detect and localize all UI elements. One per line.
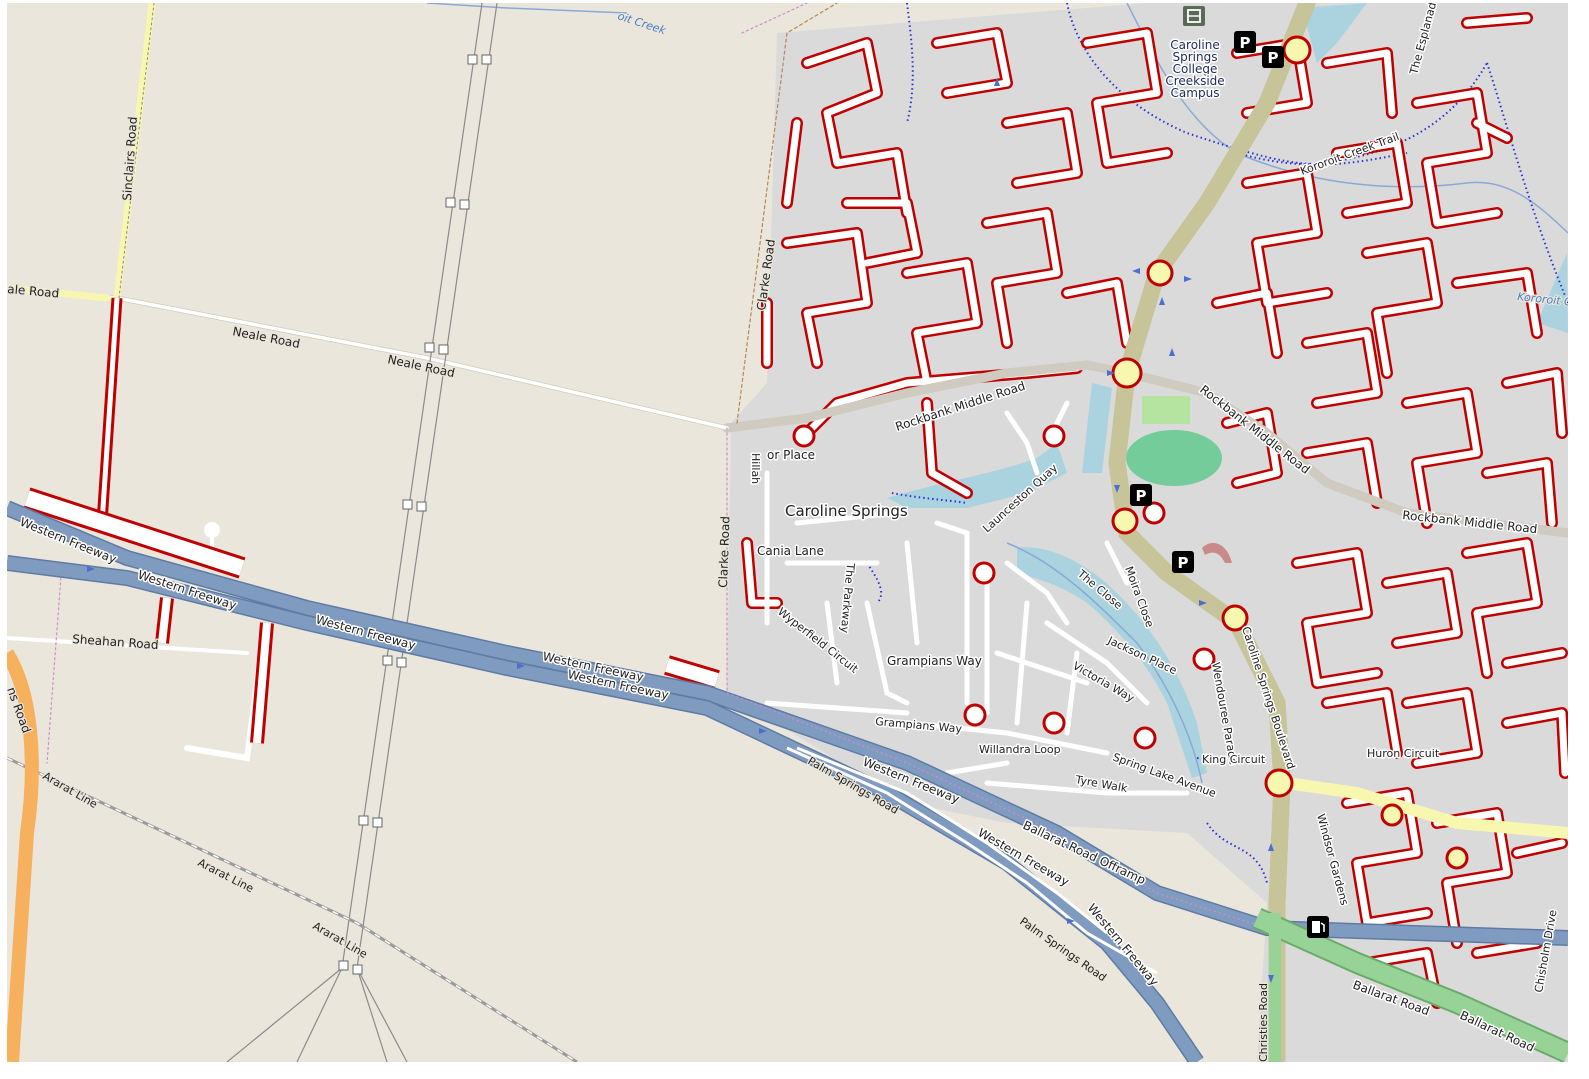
road-label-christies: Christies Road [1257, 983, 1270, 1062]
svg-text:Springs: Springs [1173, 50, 1218, 64]
school-icon[interactable] [1183, 6, 1205, 26]
parking-icon[interactable]: P [1234, 31, 1256, 53]
planned-roads-west [23, 297, 720, 744]
svg-text:Campus: Campus [1171, 86, 1220, 100]
rural-roads [7, 3, 838, 764]
parking-icon[interactable]: P [1130, 484, 1152, 506]
parking-icons: P P P P [1130, 31, 1284, 573]
svg-text:P: P [1240, 34, 1251, 52]
street-label: Cania Lane [757, 544, 824, 558]
street-label: Grampians Way [887, 654, 982, 668]
road-label-neale: ale Road [7, 282, 60, 300]
parking-icon[interactable]: P [1172, 551, 1194, 573]
footpaths [866, 3, 1568, 884]
svg-text:P: P [1136, 487, 1147, 505]
western-freeway [7, 508, 1568, 1062]
cul-de-sacs [792, 424, 1216, 750]
street-label: or Place [767, 448, 815, 462]
lake-caroline [887, 3, 1568, 778]
pylons [338, 54, 492, 975]
map-canvas[interactable]: P P P P oit Creek ale Road Neale Road Ne… [7, 3, 1568, 1062]
street-label: Huron Circuit [1367, 747, 1440, 760]
map-viewport[interactable]: P P P P oit Creek ale Road Neale Road Ne… [7, 3, 1568, 1062]
kororoit-creek [426, 3, 1568, 784]
sports-oval [1126, 430, 1222, 486]
ballarat-road [1252, 907, 1568, 1062]
landmark-sculpture [1202, 543, 1232, 563]
residential-streets-central [764, 400, 1190, 796]
svg-text:College: College [1173, 62, 1218, 76]
school-label: Caroline Springs College Creekside Campu… [1164, 37, 1226, 102]
svg-text:P: P [1178, 554, 1189, 572]
roundabouts [1111, 35, 1469, 870]
parking-icon[interactable]: P [1262, 46, 1284, 68]
street-label: King Circuit [1202, 753, 1266, 766]
sports-field [1142, 396, 1190, 424]
ararat-railway [7, 756, 578, 1062]
oneway-arrows [87, 78, 1274, 983]
svg-text:Creekside: Creekside [1165, 74, 1224, 88]
orange-road-west [7, 649, 39, 1062]
street-label: Willandra Loop [979, 743, 1061, 756]
street-label: Hillah [749, 453, 762, 484]
fuel-station-icon[interactable] [1307, 916, 1329, 938]
palm-springs-road [786, 746, 1158, 975]
place-label-caroline-springs: Caroline Springs [785, 502, 908, 520]
svg-text:P: P [1268, 49, 1279, 67]
road-label-clarke: Clarke Road [716, 516, 732, 588]
huron-road [1286, 777, 1568, 839]
svg-text:Caroline: Caroline [1170, 38, 1219, 52]
